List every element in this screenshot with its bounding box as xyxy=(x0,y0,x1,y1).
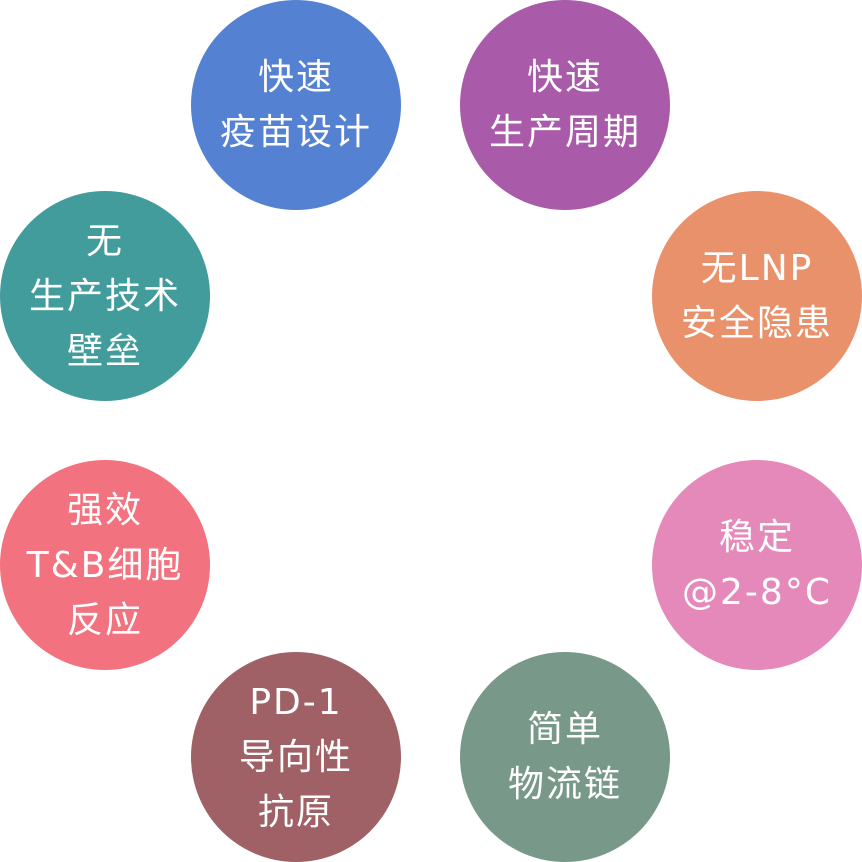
label-line: 快速 xyxy=(257,57,334,98)
label-line: PD-1 xyxy=(249,681,343,723)
circle-no-production-tech-barrier: 无 生产技术 壁垒 xyxy=(0,191,210,401)
circle-label: 快速 生产周期 xyxy=(489,50,641,160)
circle-label: 简单 物流链 xyxy=(508,702,622,812)
label-line: @2-8°C xyxy=(682,572,832,613)
label-line: 抗原 xyxy=(257,791,334,833)
label-line: 无 xyxy=(85,220,124,262)
circle-fast-vaccine-design: 快速 疫苗设计 xyxy=(191,0,401,210)
label-line: 无LNP xyxy=(700,248,814,289)
label-line: 生产技术 xyxy=(28,275,181,317)
circle-label: 强效 T&B细胞 反应 xyxy=(27,483,184,648)
circle-no-lnp-safety-risk: 无LNP 安全隐患 xyxy=(652,191,862,401)
label-line: 反应 xyxy=(66,599,143,641)
label-line: 物流链 xyxy=(507,764,622,805)
label-line: 壁垒 xyxy=(66,330,143,372)
circle-label: 无LNP 安全隐患 xyxy=(681,241,833,351)
label-line: 安全隐患 xyxy=(680,303,833,344)
label-line: 稳定 xyxy=(718,517,795,558)
label-line: 生产周期 xyxy=(488,112,641,153)
circle-label: 稳定 @2-8°C xyxy=(682,510,832,620)
label-line: T&B细胞 xyxy=(26,544,184,586)
circle-stable-2-8c: 稳定 @2-8°C xyxy=(652,460,862,670)
circle-simple-supply-chain: 简单 物流链 xyxy=(460,652,670,862)
label-line: 强效 xyxy=(66,489,143,531)
circle-label: 无 生产技术 壁垒 xyxy=(29,214,181,379)
label-line: 疫苗设计 xyxy=(219,112,372,153)
circle-label: 快速 疫苗设计 xyxy=(220,50,372,160)
label-line: 简单 xyxy=(526,709,603,750)
circle-fast-production-cycle: 快速 生产周期 xyxy=(460,0,670,210)
circle-label: PD-1 导向性 抗原 xyxy=(239,675,353,840)
label-line: 导向性 xyxy=(238,736,353,778)
circle-strong-tb-cell-response: 强效 T&B细胞 反应 xyxy=(0,460,210,670)
label-line: 快速 xyxy=(526,57,603,98)
circle-pd1-targeted-antigen: PD-1 导向性 抗原 xyxy=(191,652,401,862)
